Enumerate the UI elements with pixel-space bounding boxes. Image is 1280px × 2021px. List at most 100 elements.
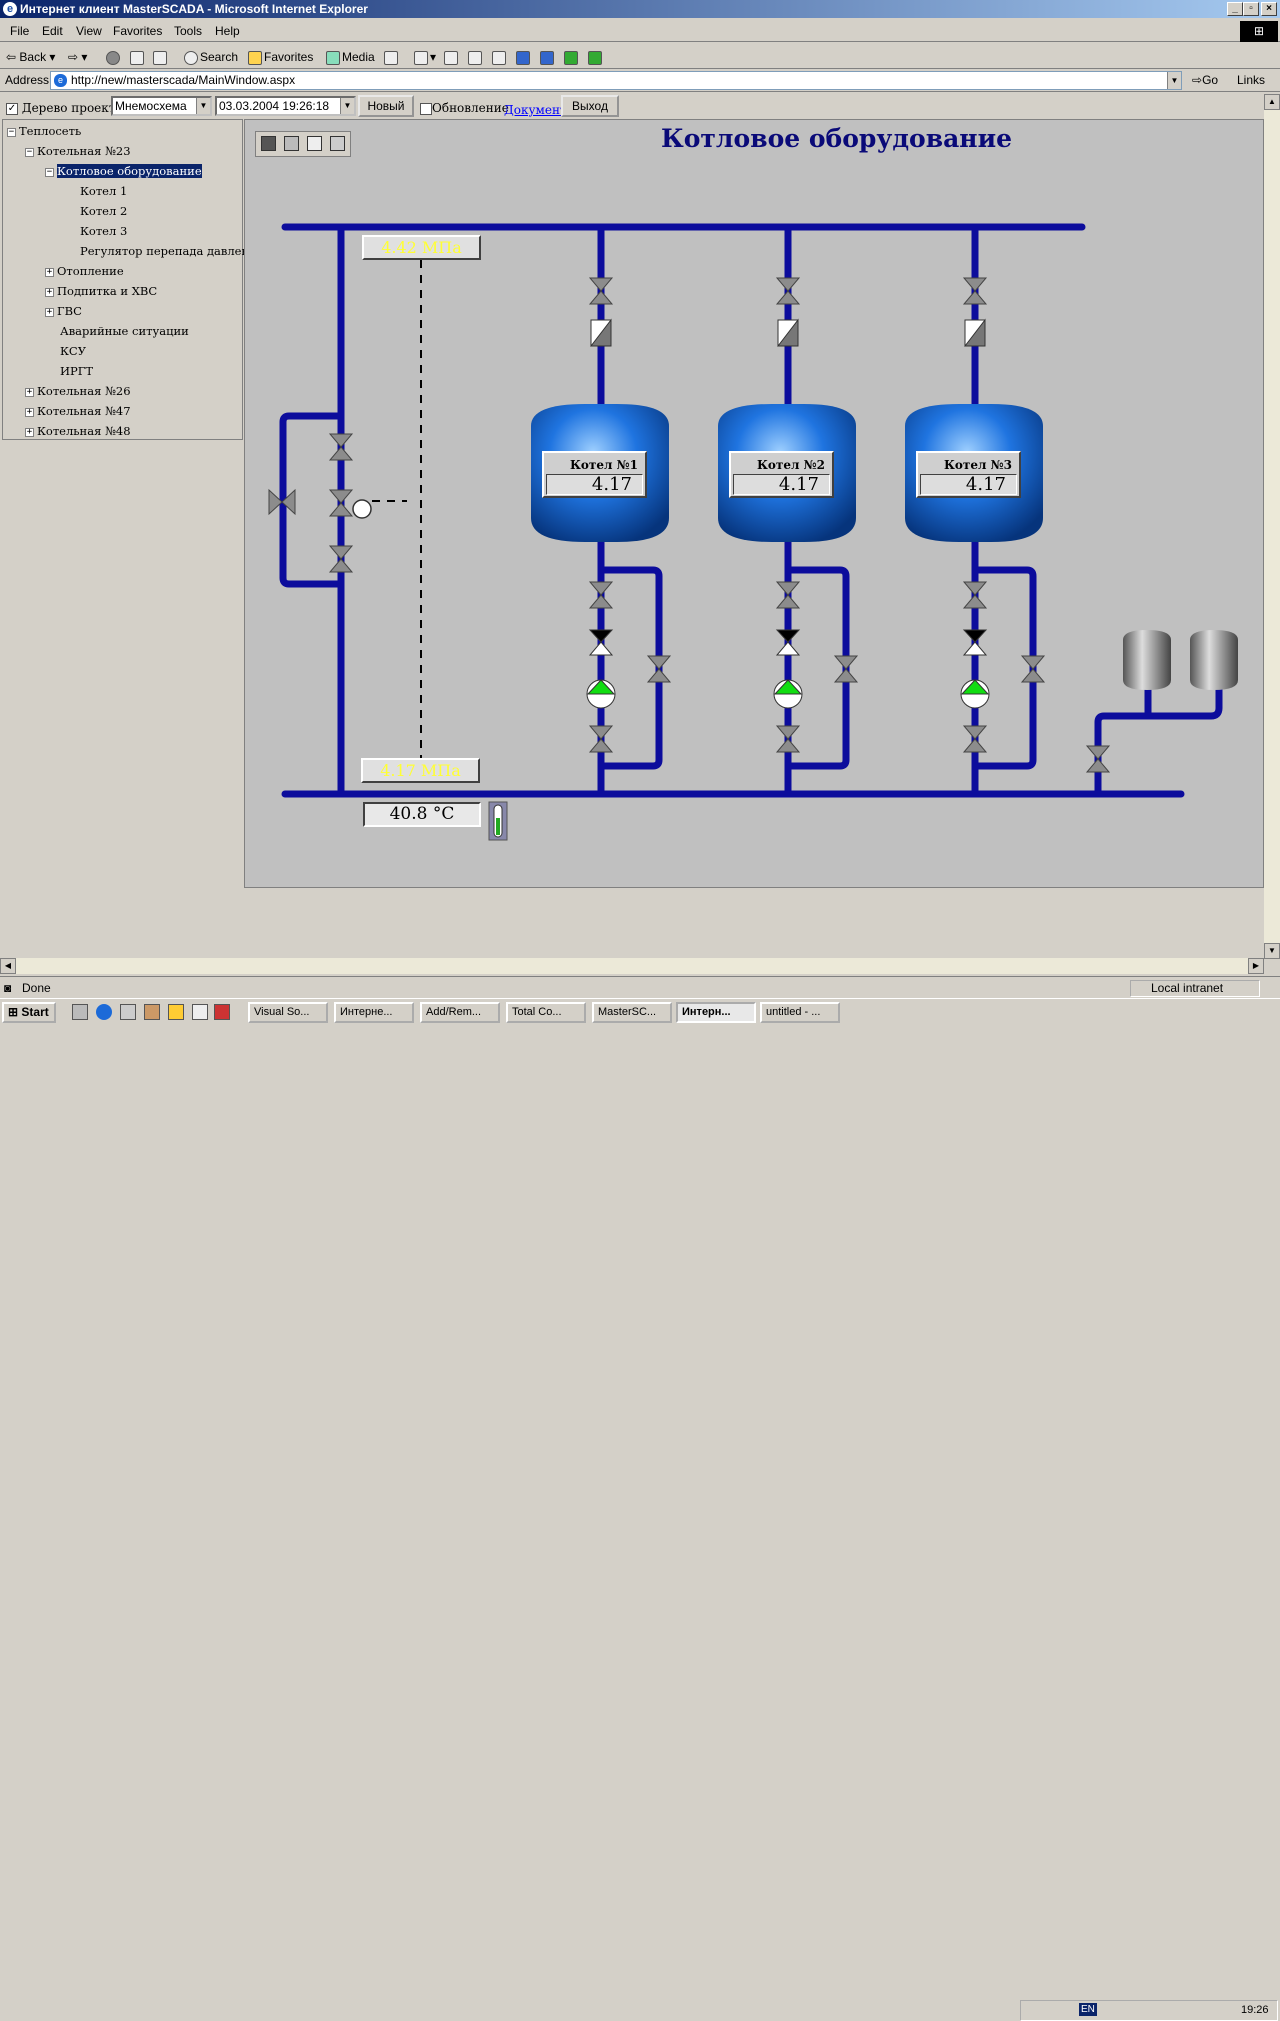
expand-icon[interactable]: +	[45, 286, 54, 297]
tree-toggle[interactable]: ✓ Дерево проекта	[6, 101, 123, 115]
tree-item[interactable]: +Отопление	[45, 263, 124, 279]
tree-item-label: Котельная №26	[37, 384, 131, 398]
expand-icon[interactable]: +	[45, 306, 54, 317]
menu-view[interactable]: View	[76, 24, 102, 38]
expand-icon[interactable]: +	[25, 386, 34, 397]
exit-button[interactable]: Выход	[561, 95, 619, 117]
task-visual-studio[interactable]: Visual So...	[248, 1002, 328, 1023]
task-internet-1[interactable]: Интерне...	[334, 1002, 414, 1023]
language-indicator[interactable]: EN	[1079, 2003, 1097, 2016]
minimize-icon[interactable]: _	[1227, 2, 1243, 16]
quicklaunch-icon-6[interactable]	[192, 1004, 208, 1020]
ie-toolbar: ⇦ Back ▾ ⇨ ▾ Search Favorites Media ▾	[0, 43, 1280, 69]
view-select[interactable]: Мнемосхема▼	[111, 96, 212, 116]
tree-item[interactable]: КСУ	[45, 343, 86, 359]
refresh-toggle[interactable]: Обновление	[420, 101, 509, 115]
maximize-icon[interactable]: ▫	[1243, 2, 1259, 16]
forward-button[interactable]: ⇨ ▾	[68, 50, 88, 64]
expand-icon[interactable]: +	[25, 406, 34, 417]
menu-file[interactable]: File	[10, 24, 30, 38]
expand-icon[interactable]: +	[45, 266, 54, 277]
tree-checkbox[interactable]: ✓	[6, 102, 18, 115]
tree-item[interactable]: +ГВС	[45, 303, 82, 319]
discuss-icon[interactable]	[492, 48, 508, 66]
quicklaunch-icon-5[interactable]	[168, 1004, 184, 1020]
back-button[interactable]: ⇦ Back ▾	[6, 50, 56, 64]
tree-item[interactable]: Котел 3	[65, 223, 127, 239]
scroll-left-icon[interactable]: ◀	[0, 958, 16, 974]
favorites-button[interactable]: Favorites	[248, 48, 313, 66]
task-untitled[interactable]: untitled - ...	[760, 1002, 840, 1023]
image-icon[interactable]	[330, 136, 345, 151]
tool-icon-1[interactable]	[516, 48, 532, 66]
links-button[interactable]: Links	[1237, 73, 1266, 87]
tree-item[interactable]: +Котельная №48	[25, 423, 131, 439]
go-button[interactable]: ⇨Go	[1192, 73, 1219, 87]
tree-item[interactable]: +Подпитка и ХВС	[45, 283, 157, 299]
search-button[interactable]: Search	[184, 48, 238, 66]
tree-item[interactable]: Котел 1	[65, 183, 127, 199]
tree-item-label: Котельная №48	[37, 424, 131, 438]
tree-item[interactable]: Аварийные ситуации	[45, 323, 189, 339]
tree-item[interactable]: −Котловое оборудование	[45, 163, 202, 179]
address-input[interactable]: e http://new/masterscada/MainWindow.aspx…	[50, 71, 1182, 90]
menu-tools[interactable]: Tools	[174, 24, 203, 38]
tool-icon-4[interactable]	[588, 48, 604, 66]
media-button[interactable]: Media	[326, 48, 375, 66]
page-icon: e	[54, 74, 67, 87]
boiler-value: 4.17	[733, 474, 830, 495]
stop-icon[interactable]	[106, 48, 122, 66]
menu-edit[interactable]: Edit	[42, 24, 63, 38]
menu-bar: File Edit View Favorites Tools Help	[0, 20, 1280, 42]
close-icon[interactable]: ×	[1261, 2, 1277, 16]
collapse-icon[interactable]: −	[7, 126, 16, 137]
start-button[interactable]: ⊞ Start	[2, 1002, 56, 1023]
mail-icon[interactable]	[307, 136, 322, 151]
scroll-up-icon[interactable]: ▲	[1264, 94, 1280, 110]
menu-favorites[interactable]: Favorites	[113, 24, 163, 38]
new-button[interactable]: Новый	[358, 95, 414, 117]
collapse-icon[interactable]: −	[45, 166, 54, 177]
tree-item[interactable]: +Котельная №47	[25, 403, 131, 419]
menu-help[interactable]: Help	[215, 24, 240, 38]
expand-icon[interactable]: +	[25, 426, 34, 437]
tree-item[interactable]: Регулятор перепада давления	[65, 243, 264, 259]
refresh-checkbox[interactable]	[420, 102, 432, 115]
refresh-icon[interactable]	[130, 48, 146, 66]
project-tree: −Теплосеть−Котельная №23−Котловое оборуд…	[2, 119, 264, 440]
history-icon[interactable]	[384, 48, 400, 66]
task-add-remove[interactable]: Add/Rem...	[420, 1002, 500, 1023]
document-link[interactable]: Документ	[504, 103, 567, 117]
print-icon[interactable]	[444, 48, 460, 66]
datetime-select[interactable]: 03.03.2004 19:26:18▼	[215, 96, 356, 116]
print-icon[interactable]	[284, 136, 299, 151]
task-masterscada[interactable]: MasterSC...	[592, 1002, 672, 1023]
task-internet-active[interactable]: Интерн...	[676, 1002, 756, 1023]
save-icon[interactable]	[261, 136, 276, 151]
tree-item-label: Теплосеть	[19, 124, 82, 138]
quicklaunch-icon-3[interactable]	[120, 1004, 136, 1020]
home-icon[interactable]	[153, 48, 169, 66]
vertical-scrollbar[interactable]: ▲ ▼	[1264, 94, 1280, 959]
mail-icon[interactable]: ▾	[414, 48, 436, 66]
tool-icon-2[interactable]	[540, 48, 556, 66]
tree-item[interactable]: +Котельная №26	[25, 383, 131, 399]
collapse-icon[interactable]: −	[25, 146, 34, 157]
quicklaunch-icon-1[interactable]	[72, 1004, 88, 1020]
scroll-right-icon[interactable]: ▶	[1248, 958, 1264, 974]
tree-item[interactable]: Котел 2	[65, 203, 127, 219]
chevron-down-icon: ▼	[340, 98, 354, 114]
edit-icon[interactable]	[468, 48, 484, 66]
tree-item[interactable]: ИРГТ	[45, 363, 93, 379]
tool-icon-3[interactable]	[564, 48, 580, 66]
tree-item-label: КСУ	[60, 344, 87, 358]
tree-item[interactable]: −Котельная №23	[25, 143, 131, 159]
tree-item[interactable]: −Теплосеть	[7, 123, 81, 139]
address-dropdown-icon[interactable]: ▼	[1167, 72, 1181, 89]
ie-quicklaunch-icon[interactable]	[96, 1004, 112, 1020]
quicklaunch-icon-7[interactable]	[214, 1004, 230, 1020]
scroll-down-icon[interactable]: ▼	[1264, 943, 1280, 959]
quicklaunch-icon-4[interactable]	[144, 1004, 160, 1020]
task-total-commander[interactable]: Total Co...	[506, 1002, 586, 1023]
horizontal-scrollbar[interactable]: ◀ ▶	[0, 958, 1264, 974]
